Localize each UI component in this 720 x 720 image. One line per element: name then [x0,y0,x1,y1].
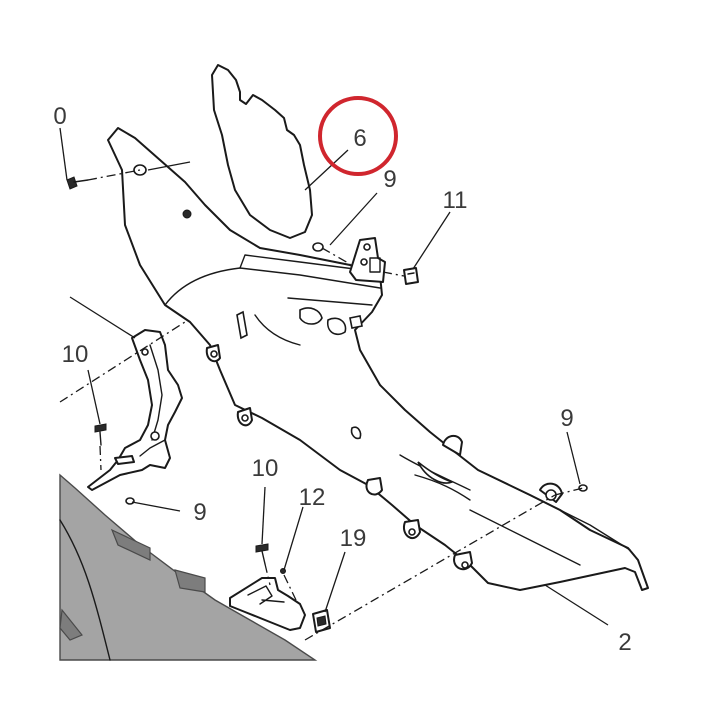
clip-nut-19 [312,609,331,633]
assembly-lines [59,169,584,641]
callout-9-right: 9 [560,405,573,432]
leader-lines [59,127,609,626]
lower-bracket [229,577,306,631]
callout-19: 19 [340,525,367,552]
screw-top-left [66,176,89,190]
highlight-ring [318,96,398,176]
left-bracket [87,329,183,491]
screw-bottom [255,543,269,565]
callout-2: 2 [618,629,631,656]
callout-11: 11 [443,187,468,214]
callout-9-left: 9 [193,499,206,526]
deflector-part [211,64,313,239]
callout-6: 6 [353,125,366,152]
callout-cut-off: 0 [53,103,66,130]
clip-nut-11 [403,267,419,285]
callout-10-left: 10 [62,341,89,368]
callout-10-bottom: 10 [252,455,279,482]
callout-9-top: 9 [383,166,396,193]
screw-left-middle [94,423,107,446]
callout-12: 12 [299,484,326,511]
main-side-panel [107,127,649,591]
washers [125,242,588,574]
lower-body-panel [59,473,318,661]
